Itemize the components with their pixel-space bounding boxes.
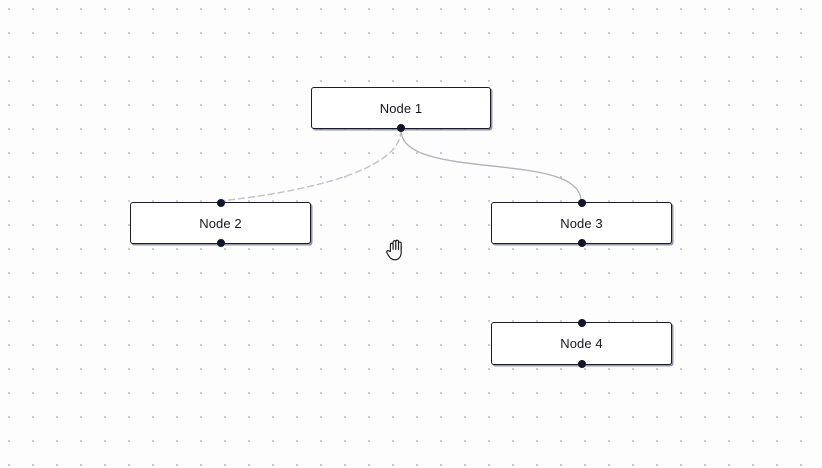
node-4-label: Node 4 — [560, 336, 603, 351]
node-3-handle-bottom[interactable] — [577, 239, 586, 247]
edge-1-to-3[interactable] — [400, 129, 582, 202]
node-3[interactable]: Node 3 — [491, 199, 672, 247]
node-2-label: Node 2 — [199, 215, 242, 231]
node-2-handle-bottom[interactable] — [216, 239, 225, 247]
edges-group — [219, 129, 582, 202]
node-3-label: Node 3 — [560, 215, 603, 231]
node-4[interactable]: Node 4 — [491, 319, 672, 368]
node-1-label: Node 1 — [379, 100, 423, 116]
node-4-handle-top[interactable] — [577, 319, 586, 327]
node-4-handle-bottom[interactable] — [577, 360, 586, 368]
node-1-handle-bottom[interactable] — [397, 124, 405, 132]
node-1[interactable]: Node 1 — [311, 87, 491, 132]
node-3-handle-top[interactable] — [577, 199, 586, 207]
node-2[interactable]: Node 2 — [130, 199, 311, 247]
node-2-handle-top[interactable] — [216, 199, 225, 207]
grab-hand-cursor — [386, 238, 408, 262]
edge-1-to-2[interactable] — [219, 129, 402, 202]
